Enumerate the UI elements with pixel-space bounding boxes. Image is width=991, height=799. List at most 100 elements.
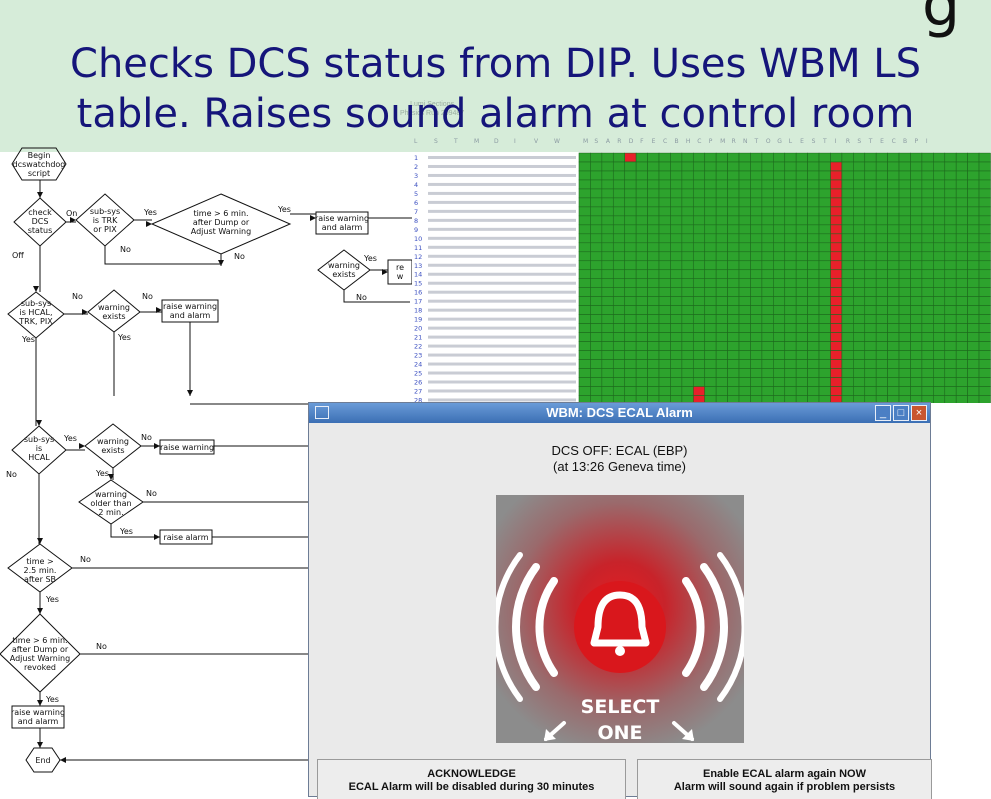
ls-cell-ok bbox=[704, 278, 717, 289]
ls-cell-ok bbox=[887, 251, 900, 262]
ls-cell-ok bbox=[635, 242, 648, 253]
ls-cell-ok bbox=[887, 278, 900, 289]
ls-cell-ok bbox=[670, 188, 683, 199]
time-6min-text-2: after Dump or bbox=[193, 218, 250, 227]
ls-row-values bbox=[428, 236, 576, 240]
ls-cell-ok bbox=[761, 305, 774, 315]
ls-cell-ok bbox=[624, 242, 637, 253]
ls-cell-ok bbox=[670, 161, 683, 172]
ls-cell-ok bbox=[784, 188, 797, 199]
ls-cell-alarm bbox=[830, 170, 843, 181]
slide-title-band bbox=[0, 0, 991, 152]
maximize-icon[interactable]: □ bbox=[893, 405, 909, 421]
slide-corner-glyph: g bbox=[922, 0, 961, 40]
ls-cell-ok bbox=[944, 296, 957, 306]
ls-cell-ok bbox=[750, 242, 763, 253]
ls-cell-ok bbox=[978, 332, 991, 342]
ls-cell-ok bbox=[773, 368, 786, 378]
ls-cell-ok bbox=[727, 224, 740, 235]
ls-cell-ok bbox=[795, 197, 808, 208]
ls-cell-ok bbox=[933, 269, 946, 280]
ls-cell-ok bbox=[818, 377, 831, 387]
ls-cell-ok bbox=[727, 242, 740, 253]
ls-header-label: D bbox=[629, 138, 634, 145]
ls-cell-ok bbox=[692, 251, 706, 262]
ls-cell-ok bbox=[738, 296, 751, 306]
ls-cell-ok bbox=[624, 323, 637, 333]
ls-cell-ok bbox=[612, 350, 626, 360]
ls-header-label: S bbox=[857, 138, 861, 145]
ls-cell-ok bbox=[715, 179, 728, 190]
window-titlebar[interactable]: WBM: DCS ECAL Alarm _ □ × bbox=[309, 403, 930, 423]
ls-cell-ok bbox=[590, 332, 603, 342]
ls-cell-ok bbox=[978, 152, 991, 163]
ls-cell-ok bbox=[795, 224, 808, 235]
ls-cell-ok bbox=[795, 269, 808, 280]
ls-cell-ok bbox=[647, 206, 660, 217]
ls-cell-ok bbox=[578, 368, 591, 378]
ls-cell-ok bbox=[601, 323, 614, 333]
ls-cell-ok bbox=[978, 350, 991, 360]
ls-header-label: T bbox=[453, 138, 458, 145]
ls-cell-ok bbox=[681, 260, 694, 271]
ls-cell-ok bbox=[910, 161, 923, 172]
ls-cell-ok bbox=[875, 314, 888, 324]
ls-cell-ok bbox=[590, 377, 603, 387]
ls-cell-ok bbox=[864, 260, 877, 271]
ls-cell-ok bbox=[887, 260, 900, 271]
ls-cell-alarm bbox=[692, 386, 706, 396]
ls-cell-ok bbox=[898, 152, 911, 163]
ls-cell-ok bbox=[624, 224, 637, 235]
close-icon[interactable]: × bbox=[911, 405, 927, 421]
ls-cell-ok bbox=[647, 386, 660, 396]
ls-cell-ok bbox=[853, 197, 866, 208]
ls-cell-ok bbox=[601, 296, 614, 306]
ls-cell-ok bbox=[624, 377, 637, 387]
minimize-icon[interactable]: _ bbox=[875, 405, 891, 421]
ls-cell-ok bbox=[773, 197, 786, 208]
ls-cell-ok bbox=[921, 314, 934, 324]
ls-cell-ok bbox=[773, 341, 786, 351]
ls-cell-ok bbox=[910, 359, 923, 369]
ls-cell-ok bbox=[910, 242, 923, 253]
time-revoked-text-1: time > 6 min. bbox=[12, 636, 67, 645]
ls-cell-ok bbox=[727, 323, 740, 333]
ls-cell-ok bbox=[921, 359, 934, 369]
ls-cell-ok bbox=[681, 314, 694, 324]
ls-cell-ok bbox=[910, 323, 923, 333]
ls-cell-ok bbox=[944, 287, 957, 297]
ls-cell-ok bbox=[853, 305, 866, 315]
raise-wa-1-text-2: and alarm bbox=[322, 223, 363, 232]
ls-cell-ok bbox=[750, 287, 763, 297]
raise-wa-3-text-2: and alarm bbox=[18, 717, 59, 726]
ls-cell-ok bbox=[773, 278, 786, 289]
ls-cell-ok bbox=[612, 233, 626, 244]
ls-cell-ok bbox=[967, 224, 980, 235]
ls-cell-ok bbox=[898, 215, 911, 226]
ls-cell-ok bbox=[967, 242, 980, 253]
ls-cell-ok bbox=[738, 197, 751, 208]
ls-cell-ok bbox=[704, 323, 717, 333]
ls-cell-ok bbox=[681, 269, 694, 280]
ls-cell-ok bbox=[624, 161, 637, 172]
ls-cell-ok bbox=[738, 332, 751, 342]
acknowledge-button[interactable]: ACKNOWLEDGE ECAL Alarm will be disabled … bbox=[317, 759, 626, 799]
window-menu-icon[interactable] bbox=[315, 406, 329, 419]
ls-cell-ok bbox=[967, 323, 980, 333]
ls-cell-ok bbox=[670, 206, 683, 217]
ls-cell-ok bbox=[910, 296, 923, 306]
enable-alarm-button[interactable]: Enable ECAL alarm again NOW Alarm will s… bbox=[637, 759, 932, 799]
ls-cell-ok bbox=[635, 152, 648, 163]
ls-cell-ok bbox=[910, 269, 923, 280]
ls-cell-ok bbox=[967, 161, 980, 172]
ls-table-header-line2: Physics Run 209487 bbox=[400, 110, 465, 117]
ls-row-values bbox=[428, 209, 576, 213]
no-label-7: No bbox=[6, 470, 17, 479]
time-revoked-text-3: Adjust Warning bbox=[10, 654, 70, 663]
ls-cell-ok bbox=[624, 188, 637, 199]
ls-cell-ok bbox=[761, 170, 774, 181]
ls-cell-ok bbox=[670, 287, 683, 297]
ls-cell-alarm bbox=[830, 332, 843, 342]
ls-cell-ok bbox=[624, 233, 637, 244]
